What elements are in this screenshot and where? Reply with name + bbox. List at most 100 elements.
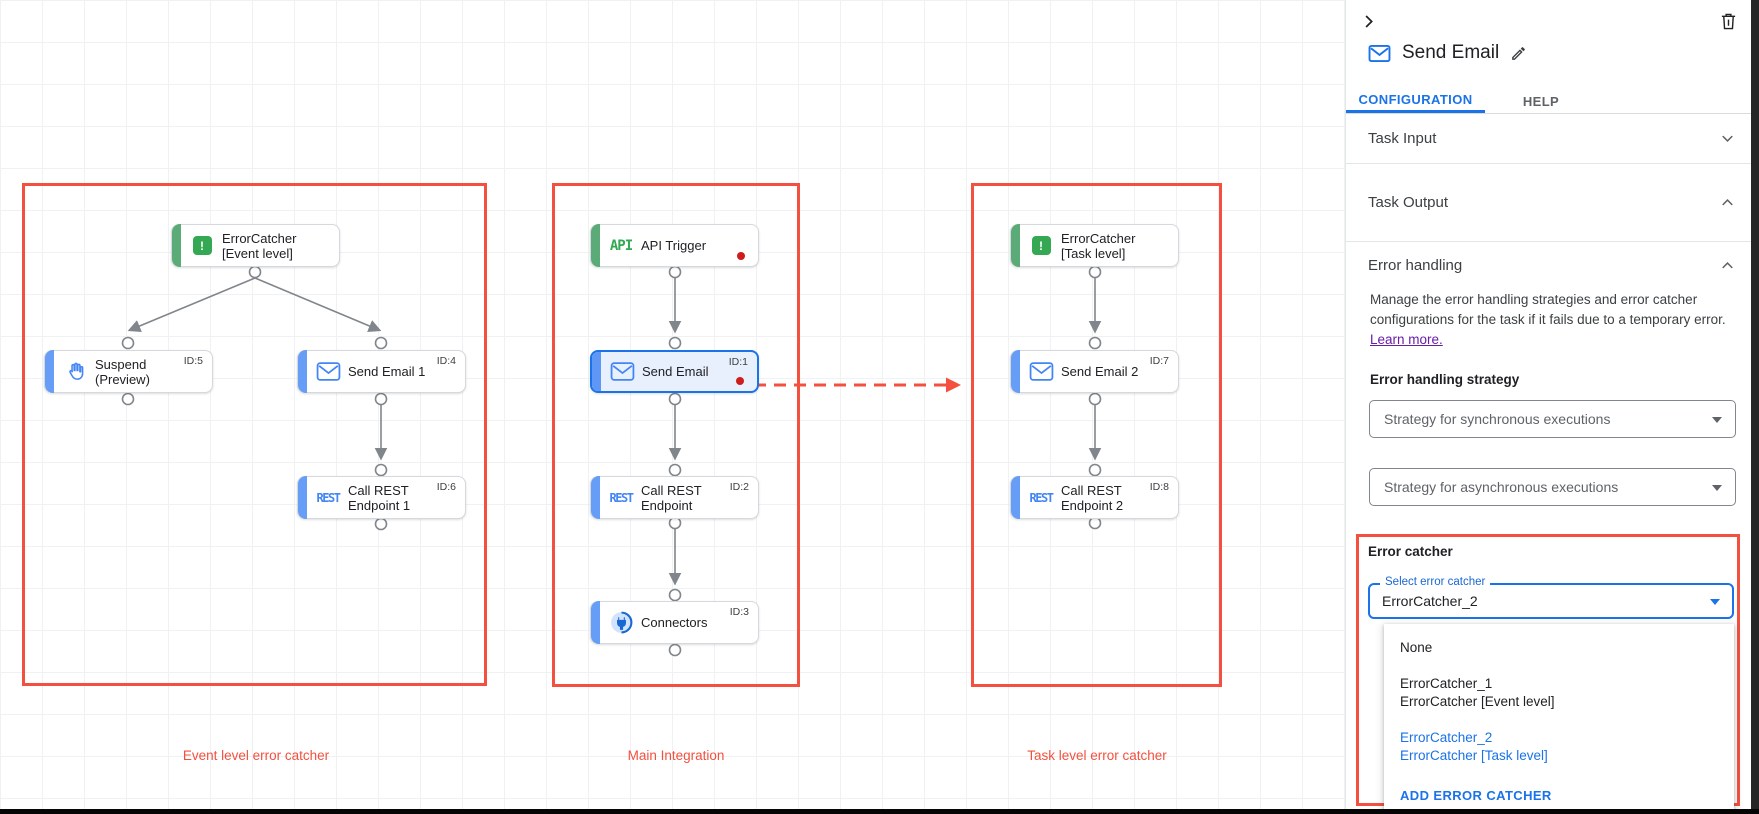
error-indicator-dot bbox=[736, 377, 744, 385]
panel-title: Send Email bbox=[1402, 42, 1500, 63]
node-label: Call REST Endpoint bbox=[641, 482, 702, 513]
node-accent-bar bbox=[591, 476, 600, 519]
trash-icon bbox=[1721, 13, 1736, 29]
node-error-catcher-event[interactable]: ! ErrorCatcher [Event level] bbox=[171, 224, 340, 267]
node-label: Connectors bbox=[641, 615, 708, 630]
error-catcher-icon: ! bbox=[1027, 236, 1055, 255]
section-task-input[interactable]: Task Input bbox=[1346, 114, 1759, 164]
tab-help[interactable]: HELP bbox=[1485, 80, 1597, 113]
chevron-up-icon bbox=[1722, 199, 1733, 206]
node-label: Send Email bbox=[642, 364, 709, 379]
section-error-handling-label: Error handling bbox=[1368, 256, 1463, 274]
section-error-handling[interactable]: Error handling bbox=[1346, 242, 1759, 288]
node-suspend[interactable]: Suspend (Preview) ID:5 bbox=[44, 350, 213, 393]
connector-icon bbox=[607, 610, 635, 635]
learn-more-link[interactable]: Learn more. bbox=[1370, 332, 1443, 347]
node-accent-bar bbox=[591, 224, 600, 267]
window-bottom-edge bbox=[0, 809, 1759, 814]
add-error-catcher-button[interactable]: ADD ERROR CATCHER bbox=[1390, 780, 1562, 811]
rest-icon: REST bbox=[609, 490, 634, 505]
node-label: Send Email 1 bbox=[348, 364, 426, 379]
menu-item-description: ErrorCatcher [Task level] bbox=[1400, 748, 1548, 763]
node-error-catcher-task[interactable]: ! ErrorCatcher [Task level] bbox=[1010, 224, 1179, 267]
node-label: Call REST Endpoint 1 bbox=[348, 482, 411, 513]
group-outline-task-level bbox=[971, 183, 1222, 687]
node-accent-bar bbox=[45, 350, 54, 393]
error-catcher-label: Error catcher bbox=[1368, 544, 1453, 559]
menu-item-description: ErrorCatcher [Event level] bbox=[1400, 694, 1555, 709]
select-error-catcher[interactable]: Select error catcher ErrorCatcher_2 bbox=[1368, 576, 1734, 619]
node-accent-bar bbox=[1011, 476, 1020, 519]
group-outline-main-integration bbox=[552, 183, 800, 687]
section-task-output[interactable]: Task Output bbox=[1346, 164, 1759, 242]
async-strategy-dropdown[interactable]: Strategy for asynchronous executions bbox=[1369, 468, 1736, 506]
node-api-trigger[interactable]: API API Trigger bbox=[590, 224, 759, 267]
node-label: Call REST Endpoint 2 bbox=[1061, 482, 1124, 513]
section-task-output-label: Task Output bbox=[1368, 194, 1449, 211]
api-icon: API bbox=[609, 237, 633, 254]
mail-icon bbox=[608, 361, 636, 382]
node-id: ID:3 bbox=[729, 606, 749, 618]
select-caret-icon bbox=[1710, 599, 1720, 605]
error-catcher-menu: None ErrorCatcher_1 ErrorCatcher [Event … bbox=[1384, 624, 1734, 814]
chevron-down-icon bbox=[1722, 135, 1733, 142]
pencil-icon bbox=[1512, 46, 1526, 60]
node-label: Suspend (Preview) bbox=[95, 356, 150, 387]
node-send-email-1[interactable]: Send Email 1 ID:4 bbox=[297, 350, 466, 393]
node-id: ID:1 bbox=[728, 356, 748, 368]
node-send-email-2[interactable]: Send Email 2 ID:7 bbox=[1010, 350, 1179, 393]
rest-icon: REST bbox=[316, 490, 341, 505]
dropdown-caret-icon bbox=[1712, 485, 1722, 491]
sync-strategy-dropdown[interactable]: Strategy for synchronous executions bbox=[1369, 400, 1736, 438]
sync-strategy-value: Strategy for synchronous executions bbox=[1384, 411, 1611, 427]
async-strategy-value: Strategy for asynchronous executions bbox=[1384, 479, 1619, 495]
section-task-input-label: Task Input bbox=[1368, 130, 1437, 147]
edit-task-name-button[interactable] bbox=[1510, 45, 1527, 62]
mail-icon bbox=[1027, 361, 1055, 382]
menu-item-label: ErrorCatcher_2 bbox=[1400, 730, 1493, 745]
select-error-catcher-floating-label: Select error catcher bbox=[1380, 576, 1491, 588]
node-accent-bar bbox=[591, 601, 600, 644]
group-label-event-level: Event level error catcher bbox=[182, 748, 330, 763]
panel-tabs: CONFIGURATION HELP bbox=[1346, 80, 1759, 114]
node-id: ID:8 bbox=[1149, 481, 1169, 493]
group-label-task-level: Task level error catcher bbox=[1027, 748, 1167, 763]
node-accent-bar bbox=[298, 476, 307, 519]
chevron-right-icon bbox=[1365, 14, 1373, 28]
mail-icon bbox=[1368, 44, 1391, 62]
node-id: ID:4 bbox=[436, 355, 456, 367]
node-label: ErrorCatcher [Task level] bbox=[1061, 230, 1136, 261]
menu-item-errorcatcher-1[interactable]: ErrorCatcher_1 ErrorCatcher [Event level… bbox=[1384, 666, 1734, 720]
integration-canvas[interactable]: ! ErrorCatcher [Event level] Suspend (Pr… bbox=[0, 0, 1345, 814]
mail-icon bbox=[314, 361, 342, 382]
node-accent-bar bbox=[1011, 224, 1020, 267]
error-handling-strategy-label: Error handling strategy bbox=[1370, 372, 1520, 387]
node-call-rest-endpoint-2[interactable]: REST Call REST Endpoint 2 ID:8 bbox=[1010, 476, 1179, 519]
menu-item-label: None bbox=[1400, 640, 1433, 655]
description-text: Manage the error handling strategies and… bbox=[1370, 292, 1726, 327]
tab-configuration[interactable]: CONFIGURATION bbox=[1346, 80, 1485, 113]
node-send-email[interactable]: Send Email ID:1 bbox=[590, 350, 759, 393]
dropdown-caret-icon bbox=[1712, 417, 1722, 423]
node-label: Send Email 2 bbox=[1061, 364, 1139, 379]
hand-icon bbox=[61, 360, 89, 383]
delete-task-button[interactable] bbox=[1720, 12, 1737, 31]
node-id: ID:2 bbox=[729, 481, 749, 493]
menu-item-errorcatcher-2[interactable]: ErrorCatcher_2 ErrorCatcher [Task level] bbox=[1384, 720, 1734, 774]
error-catcher-icon: ! bbox=[188, 236, 216, 255]
node-accent-bar bbox=[298, 350, 307, 393]
group-label-main-integration: Main Integration bbox=[627, 748, 725, 763]
node-id: ID:6 bbox=[436, 481, 456, 493]
node-accent-bar bbox=[592, 352, 601, 391]
node-call-rest-endpoint[interactable]: REST Call REST Endpoint ID:2 bbox=[590, 476, 759, 519]
rest-icon: REST bbox=[1029, 490, 1054, 505]
scrollbar[interactable] bbox=[1751, 0, 1759, 814]
node-accent-bar bbox=[172, 224, 181, 267]
menu-item-label: ErrorCatcher_1 bbox=[1400, 676, 1493, 691]
node-connectors[interactable]: Connectors ID:3 bbox=[590, 601, 759, 644]
error-handling-description: Manage the error handling strategies and… bbox=[1370, 290, 1726, 350]
node-label: API Trigger bbox=[641, 238, 707, 253]
node-call-rest-endpoint-1[interactable]: REST Call REST Endpoint 1 ID:6 bbox=[297, 476, 466, 519]
collapse-panel-button[interactable] bbox=[1359, 12, 1378, 31]
menu-item-none[interactable]: None bbox=[1384, 630, 1734, 666]
